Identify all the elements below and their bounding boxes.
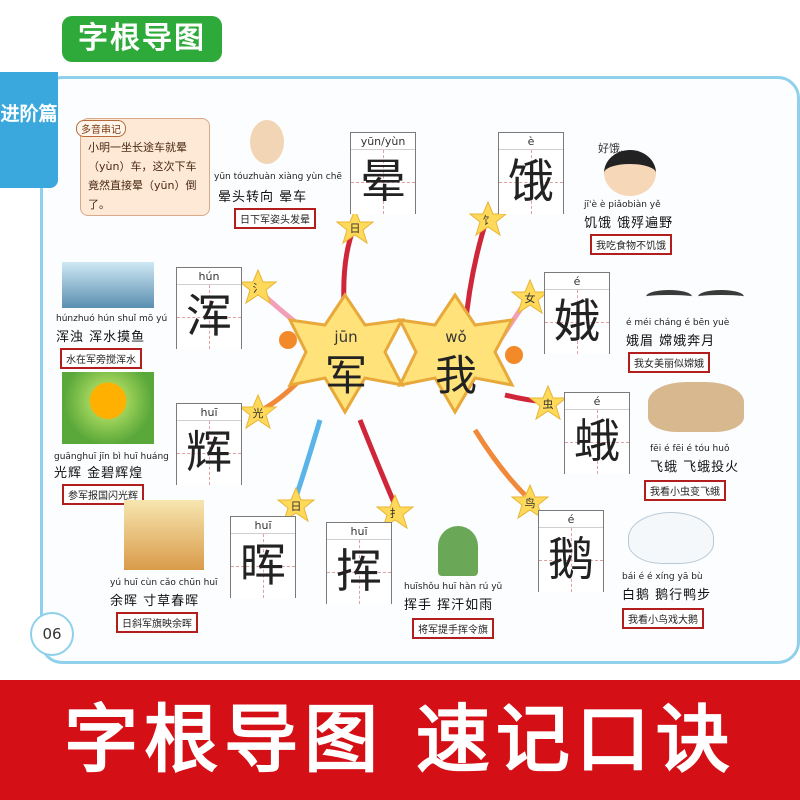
hub-wo-char: 我 (423, 342, 489, 403)
char-pinyin: hún (177, 270, 241, 283)
char-card-e-shi: è 饿 (498, 132, 564, 214)
char-pinyin: é (565, 395, 629, 408)
char-pinyin: huī (231, 519, 295, 532)
char-pinyin: huī (327, 525, 391, 538)
words: 光辉 金碧辉煌 (54, 462, 143, 481)
svg-text:日: 日 (291, 500, 302, 513)
moth-image (648, 382, 744, 432)
words: 飞蛾 飞蛾投火 (650, 456, 739, 475)
rhyme-box: 我吃食物不饥饿 (590, 234, 672, 255)
char-card-e-niao: é 鹅 (538, 510, 604, 592)
char-card-hun: hún 浑 (176, 267, 242, 349)
words: 饥饿 饿殍遍野 (584, 212, 673, 231)
char-card-hui-ri: huī 晖 (230, 516, 296, 598)
words: 余晖 寸草春晖 (110, 590, 199, 609)
char-card-hui-guang: huī 辉 (176, 403, 242, 485)
words-pinyin: húnzhuó hún shuǐ mō yú (56, 314, 167, 324)
dizzy-boy-image (250, 120, 284, 164)
svg-text:日: 日 (350, 222, 361, 235)
char-card-yun: yūn/yùn 晕 (350, 132, 416, 214)
rhyme-box: 水在军旁搅浑水 (60, 348, 142, 369)
words: 挥手 挥汗如雨 (404, 594, 493, 613)
eyebrow-image (698, 290, 744, 303)
char-card-e-chong: é 蛾 (564, 392, 630, 474)
hungry-girl-image (604, 150, 656, 196)
char-pinyin: é (539, 513, 603, 526)
words-pinyin: huīshǒu huī hàn rú yǔ (404, 582, 502, 592)
char-card-e-nv: é 娥 (544, 272, 610, 354)
words-pinyin: bái é é xíng yā bù (622, 572, 703, 582)
words-pinyin: é méi cháng é bēn yuè (626, 318, 729, 328)
bottom-banner-text: 字根导图 速记口诀 (0, 686, 800, 794)
char-glyph: 晖 (231, 535, 295, 595)
char-card-hui-shou: huī 挥 (326, 522, 392, 604)
svg-text:扌: 扌 (390, 506, 401, 520)
waving-man-image (438, 526, 478, 576)
svg-text:饣: 饣 (483, 214, 494, 227)
words-pinyin: jī'è è piǎobiàn yě (584, 200, 661, 210)
char-pinyin: é (545, 275, 609, 288)
svg-text:光: 光 (253, 406, 264, 420)
eyebrow-image (646, 290, 692, 303)
words: 娥眉 嫦娥奔月 (626, 330, 715, 349)
words: 白鹅 鹅行鸭步 (622, 584, 711, 603)
char-pinyin: huī (177, 406, 241, 419)
char-glyph: 挥 (327, 541, 391, 601)
hub-jun-char: 军 (313, 342, 379, 403)
char-glyph: 辉 (177, 422, 241, 482)
char-glyph: 饿 (499, 151, 563, 211)
rhyme-box: 日斜军旗映余晖 (116, 612, 198, 633)
words: 浑浊 浑水摸鱼 (56, 326, 145, 345)
rhyme-box: 我女美丽似嫦娥 (628, 352, 710, 373)
words-pinyin: guānghuī jīn bì huī huáng (54, 452, 169, 462)
words-pinyin: yūn tóuzhuàn xiàng yùn chē (214, 172, 342, 182)
spark-icon (279, 331, 297, 349)
svg-text:女: 女 (525, 291, 536, 305)
svg-text:鸟: 鸟 (525, 496, 536, 510)
svg-text:氵: 氵 (253, 282, 264, 295)
geese-image (628, 512, 714, 564)
branch-hui2 (295, 420, 320, 500)
rhyme-box: 我看小鸟戏大鹅 (622, 608, 704, 629)
char-glyph: 蛾 (565, 411, 629, 471)
rhyme-box: 日下军姿头发晕 (234, 208, 316, 229)
char-glyph: 浑 (177, 286, 241, 346)
branch-e4 (475, 430, 525, 495)
words-pinyin: yú huī cùn cǎo chūn huī (110, 578, 218, 588)
words: 晕头转向 晕车 (218, 186, 307, 205)
sun-image (62, 372, 154, 444)
spark-icon (505, 346, 523, 364)
rhyme-box: 将军提手挥令旗 (412, 618, 494, 639)
svg-text:虫: 虫 (543, 398, 554, 411)
char-glyph: 晕 (351, 151, 415, 211)
char-pinyin: yūn/yùn (351, 135, 415, 148)
muddy-water-image (62, 262, 154, 308)
sunset-image (124, 500, 204, 570)
char-pinyin: è (499, 135, 563, 148)
words-pinyin: fēi é fēi é tóu huǒ (650, 444, 729, 454)
char-glyph: 鹅 (539, 529, 603, 589)
rhyme-box: 我看小虫变飞蛾 (644, 480, 726, 501)
char-glyph: 娥 (545, 291, 609, 351)
branch-hui3 (360, 420, 395, 505)
